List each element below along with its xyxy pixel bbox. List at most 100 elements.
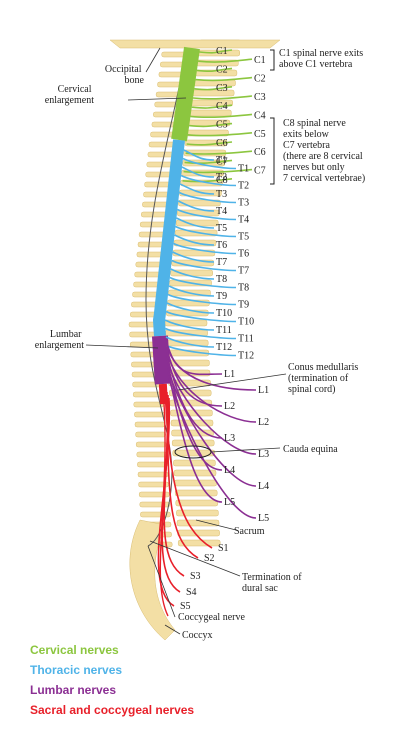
sacral-nerve [157,397,175,607]
lumbar-nerve [167,375,257,519]
vertebra-segment [174,489,218,497]
segment-label: C4 [254,110,266,121]
segment-label: T11 [216,325,232,336]
cervical-nerve [192,95,253,100]
vertebra-segment [178,199,221,207]
vertebra-process [138,491,170,498]
thoracic-nerve [164,319,215,331]
vertebra-process [136,451,168,458]
cervical-nerve [184,159,233,165]
thoracic-nerve [175,225,237,238]
segment-label: S5 [180,601,191,612]
segment-label: T11 [238,334,254,345]
segment-label: L1 [224,369,235,380]
vertebra-process [137,461,168,468]
legend-sacral: Sacral and coccygeal nerves [30,703,194,717]
lumbar-nerve [166,351,257,423]
segment-label: C1 [254,55,266,66]
vertebra-segment [176,509,219,517]
segment-label: C3 [254,92,266,103]
segment-label: L5 [258,513,269,524]
thoracic-nerve [177,200,215,212]
segment-label: T2 [238,181,249,192]
cord-lumbar [151,335,171,385]
c1-note: C1 spinal nerve exits above C1 vertebra [279,48,366,70]
segment-label: T5 [216,223,227,234]
segment-label: C8 [216,175,228,186]
lumbar-nerve [166,359,257,455]
segment-label: T9 [216,291,227,302]
lumbar-nerve [167,367,257,487]
segment-label: C6 [216,138,228,149]
cord-thoracic [152,139,185,337]
vertebra-segment [165,339,209,347]
vertebra-segment [174,479,217,487]
c8-note: C8 spinal nerve exits below C7 vertebra … [283,118,365,184]
termination-dural-sac-label: Termination of dural sac [242,572,304,594]
vertebra-process [135,431,166,438]
coccygeal-nerve [159,399,169,617]
cervical-nerve [186,141,233,146]
thoracic-nerve [166,302,215,314]
cervical-nerve [198,58,253,63]
cord-cervical [171,46,200,142]
thoracic-nerve [179,183,215,195]
segment-label: T7 [238,266,249,277]
segment-label: T6 [216,240,227,251]
legend: Cervical nerves Thoracic nerves Lumbar n… [30,643,194,717]
sacrum-coccyx [129,519,176,641]
segment-label: C6 [254,147,266,158]
segment-label: T10 [216,308,232,319]
cervical-nerve [187,132,253,137]
legend-lumbar: Lumbar nerves [30,683,116,697]
segment-label: L1 [258,385,269,396]
segment-label: T8 [216,274,227,285]
leader-lines [85,47,287,635]
thoracic-nerve [178,191,237,204]
segment-label: T4 [216,206,227,217]
segment-label: C7 [254,166,266,177]
vertebra-segment [172,449,216,457]
vertebra-process [137,471,169,478]
segment-label: L3 [258,449,269,460]
segment-label: T3 [216,189,227,200]
thoracic-nerve [176,217,215,229]
segment-label: T5 [238,232,249,243]
sacrum-label: Sacrum [234,526,265,537]
thoracic-nerve [176,208,237,221]
segment-label: T10 [238,317,254,328]
cervical-nerve [190,113,253,119]
segment-label: T9 [238,300,249,311]
segment-label: C7 [216,156,228,167]
thoracic-nerve [182,157,237,170]
thoracic-nerve [166,344,237,357]
segment-label: T7 [216,257,227,268]
segment-label: S1 [218,543,229,554]
thoracic-nerve [169,276,237,289]
cervical-enlargement-label: Cervical enlargement [45,84,94,106]
thoracic-nerve [168,285,215,297]
vertebra-segment [191,89,235,97]
cervical-nerve [199,49,233,54]
legend-thoracic: Thoracic nerves [30,663,122,677]
conus-medullaris-label: Conus medullaris (termination of spinal … [288,362,361,395]
segment-label: L3 [224,433,235,444]
segment-label: C5 [216,120,228,131]
brackets [270,49,275,185]
thoracic-nerve [180,174,237,187]
segment-label: C5 [254,129,266,140]
cervical-nerve [195,76,253,82]
thoracic-nerve [170,268,215,280]
segment-label: L2 [224,401,235,412]
vertebra-process [134,411,165,418]
segment-label: S4 [186,587,197,598]
lumbar-enlargement-label: Lumbar enlargement [35,329,84,351]
segment-label: C2 [254,74,266,85]
annotations: Occipital bone Cervical enlargement C1 s… [35,48,366,641]
thoracic-nerve [165,327,237,340]
segment-label: S3 [190,571,201,582]
segment-label: T6 [238,249,249,260]
segment-label: L5 [224,497,235,508]
vertebra-segment [175,499,219,507]
